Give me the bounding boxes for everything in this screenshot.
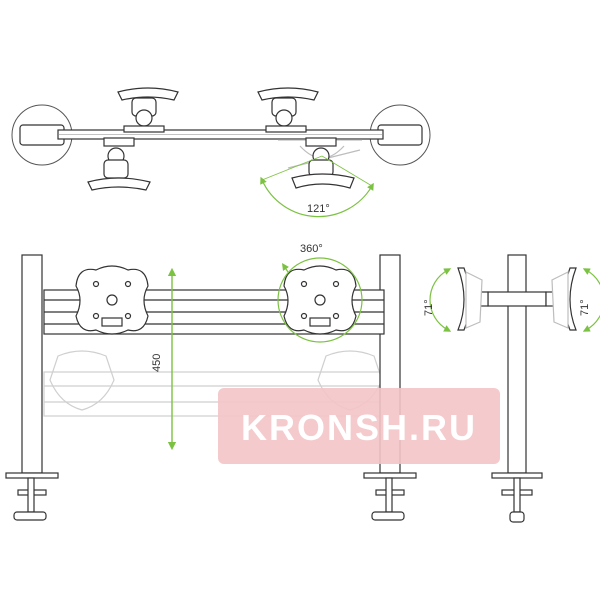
watermark-background [218,388,500,464]
top-head-left-up [117,87,179,133]
left-post [21,254,43,474]
tilt-right-label: 71° [579,299,591,316]
left-clamp [5,472,59,521]
tilt-arc-right [582,268,600,332]
top-head-right-down [291,137,355,189]
vesa-plate-right [283,265,357,335]
tilt-left-label: 71° [423,299,435,316]
rotation-circle [277,257,363,343]
top-view [11,87,431,218]
swivel-arc [260,176,374,218]
side-post [507,254,527,474]
watermark: KRONSH.RU [218,388,500,464]
swivel-angle-label: 121° [307,203,330,215]
right-clamp-block [377,124,423,146]
side-clamp [491,472,543,523]
right-clamp [363,472,417,521]
height-label: 450 [151,354,163,372]
tilt-arc-left [429,268,452,332]
side-head-right [545,267,577,331]
side-head-left [457,267,489,331]
front-view [5,254,417,521]
top-head-left-down [87,137,151,191]
watermark-text: KRONSH.RU [241,407,477,448]
top-head-right-up [257,87,319,133]
rotation-angle-label: 360° [300,243,323,255]
vesa-plate-left [75,265,149,335]
side-view [429,254,600,523]
